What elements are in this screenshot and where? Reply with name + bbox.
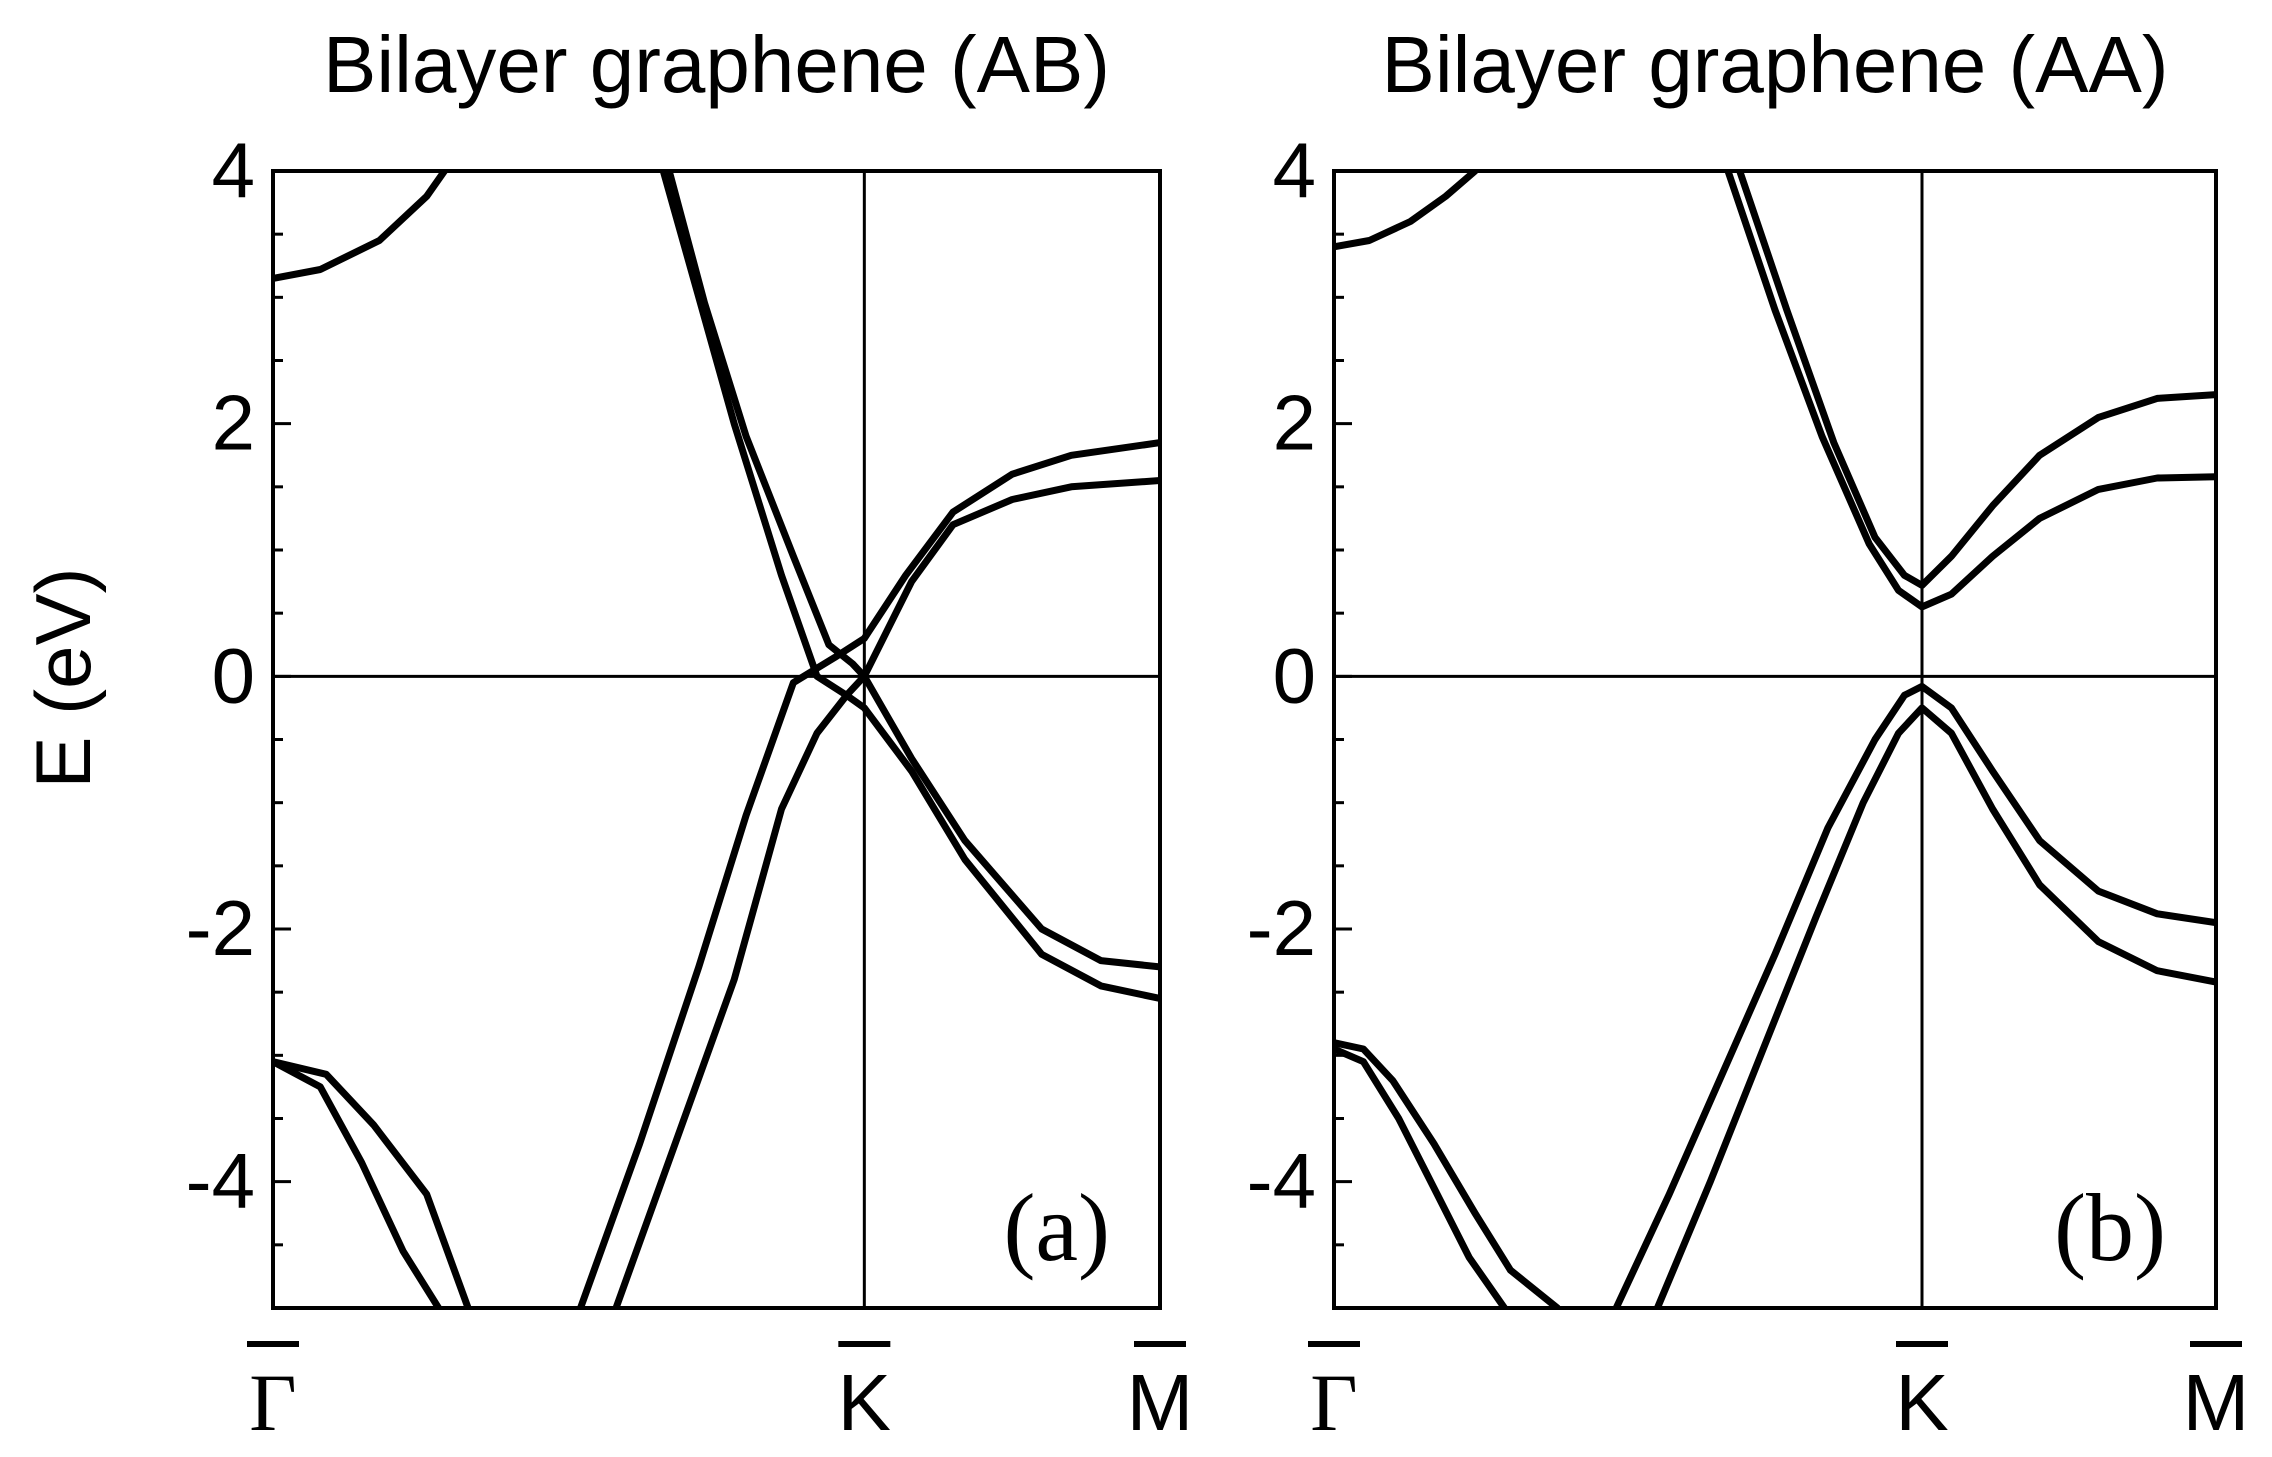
band-line-6: [1334, 1039, 1561, 1308]
plot-frame: [271, 169, 1162, 1310]
band-line-2: [659, 171, 1160, 1002]
y-tick-label: 4: [1273, 126, 1316, 214]
x-tick-label: M: [2183, 1358, 2250, 1447]
x-tick-label: K: [1895, 1358, 1948, 1447]
x-tick-label: Γ: [249, 1357, 296, 1448]
panel-aa-chart: Bilayer graphene (AA) 4 2 0 -2 -4Γ K M(b): [1247, 20, 2250, 1448]
plot-frame: [1332, 169, 2218, 1310]
band-line-7: [1334, 1045, 1508, 1308]
y-tick-label: -2: [186, 884, 255, 972]
band-curves: [273, 171, 1160, 1308]
y-axis-label: E (eV): [19, 567, 107, 788]
band-line-3: [1736, 171, 2216, 589]
band-line-5: [612, 477, 1160, 1308]
band-curves: [1334, 171, 2216, 1308]
band-line-1: [273, 171, 448, 282]
chart-title: Bilayer graphene (AA): [1381, 20, 2168, 109]
band-line-2: [1724, 171, 2216, 611]
y-tick-label: 2: [212, 379, 255, 467]
panel-ab-chart: Bilayer graphene (AB) 4 2 0 -2 -4Γ K M(a): [186, 20, 1194, 1448]
y-tick-label: 2: [1273, 379, 1316, 467]
chart-title: Bilayer graphene (AB): [323, 20, 1110, 109]
y-tick-label: 0: [212, 631, 255, 719]
y-tick-label: -4: [186, 1137, 255, 1225]
band-line-7: [273, 1058, 443, 1308]
x-tick-label: M: [1127, 1358, 1194, 1447]
band-line-1: [1334, 171, 1479, 251]
y-tick-label: -4: [1247, 1137, 1316, 1225]
band-line-5: [1653, 704, 2216, 1308]
band-line-4: [577, 439, 1160, 1308]
x-tick-label: K: [838, 1358, 891, 1447]
y-tick-label: -2: [1247, 884, 1316, 972]
panel-label: (b): [2054, 1174, 2166, 1281]
y-tick-label: 4: [212, 126, 255, 214]
x-tick-label: Γ: [1310, 1357, 1357, 1448]
panel-label: (a): [1003, 1174, 1110, 1281]
band-line-4: [1612, 682, 2216, 1308]
y-tick-label: 0: [1273, 631, 1316, 719]
band-line-6: [273, 1058, 472, 1308]
band-line-3: [665, 171, 1160, 971]
